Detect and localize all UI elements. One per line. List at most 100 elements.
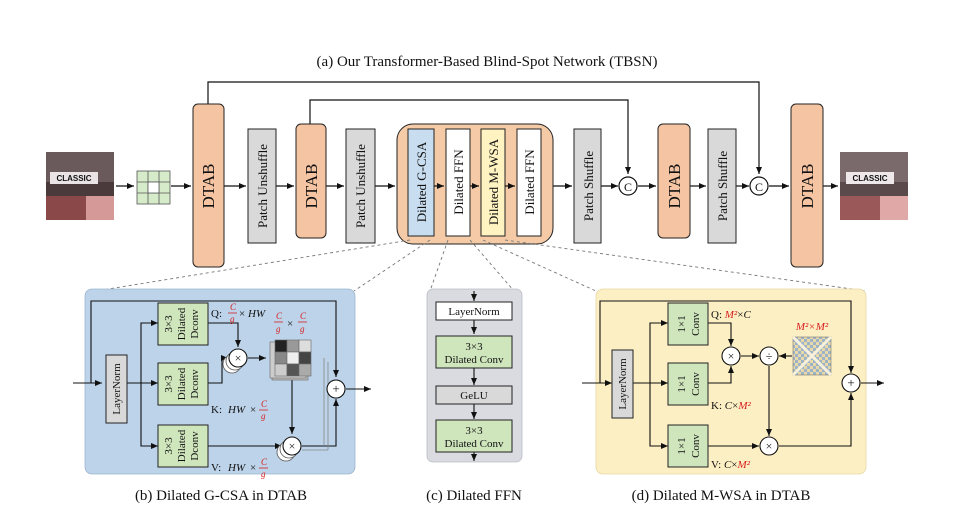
channel-attention-map — [269, 339, 312, 381]
conv-1x1-k: 1×1 Conv — [667, 362, 709, 406]
q-label: Q: M²×C — [711, 309, 751, 321]
svg-text:Dilated Conv: Dilated Conv — [445, 438, 504, 450]
patch-unshuffle-label: Patch Unshuffle — [353, 144, 368, 228]
svg-text:C: C — [300, 311, 307, 321]
output-image-label: CLASSIC — [852, 174, 887, 183]
svg-text:3×3: 3×3 — [163, 375, 175, 393]
svg-text:C: C — [755, 180, 763, 194]
dilated-gcsa-label: Dilated G-CSA — [414, 141, 429, 222]
window-mask-map — [791, 335, 833, 377]
patch-shuffle-label: Patch Shuffle — [581, 151, 596, 221]
layernorm-label: LayerNorm — [617, 358, 629, 410]
dtab-block-1: DTAB — [192, 103, 225, 268]
svg-text:Dilated: Dilated — [176, 429, 188, 462]
svg-text:Conv: Conv — [690, 312, 702, 336]
svg-text:3×3: 3×3 — [465, 425, 483, 437]
panel-c-ffn: LayerNorm 3×3 Dilated Conv GeLU 3×3 Dila… — [426, 288, 523, 463]
dilated-gcsa-block — [407, 128, 435, 237]
svg-text:3×3: 3×3 — [465, 341, 483, 353]
conv-1x1-q: 1×1 Conv — [667, 302, 709, 346]
conv-1x1-v: 1×1 Conv — [667, 424, 709, 468]
svg-text:×: × — [250, 404, 256, 416]
svg-text:Conv: Conv — [690, 434, 702, 458]
main-connectors — [116, 81, 838, 189]
panel-d-caption: (d) Dilated M-WSA in DTAB — [632, 488, 811, 504]
svg-text:g: g — [300, 324, 305, 334]
svg-text:×: × — [289, 439, 296, 453]
v-label: V: — [211, 462, 221, 474]
patch-shuffle-block-2: Patch Shuffle — [707, 128, 737, 244]
dtab-label: DTAB — [798, 164, 817, 209]
concat-node-2: C — [749, 176, 769, 196]
svg-text:HW: HW — [227, 404, 246, 416]
svg-text:×: × — [239, 308, 245, 320]
svg-text:+: + — [847, 375, 854, 390]
dilated-ffn-block — [445, 128, 471, 237]
svg-text:GeLU: GeLU — [460, 390, 488, 402]
k-label: K: — [211, 404, 222, 416]
svg-text:×: × — [728, 349, 735, 363]
dtab-detail-group: Dilated G-CSA Dilated FFN Dilated M-WSA … — [396, 123, 554, 245]
dilated-ffn-block — [516, 128, 542, 237]
svg-text:g: g — [276, 324, 281, 334]
svg-text:+: + — [332, 381, 339, 396]
patch-unshuffle-label: Patch Unshuffle — [255, 144, 270, 228]
svg-text:Dconv: Dconv — [189, 309, 201, 339]
gelu-block — [435, 385, 513, 405]
svg-text:g: g — [230, 314, 235, 324]
dilated-mwsa-block — [480, 128, 506, 237]
residual-add-node: + — [326, 379, 346, 399]
dtab-block-4: DTAB — [790, 103, 824, 268]
panel-b-gcsa: LayerNorm 3×3 Dilated Dconv 3×3 Dilated … — [73, 288, 371, 479]
output-image: CLASSIC — [840, 152, 908, 220]
svg-text:×: × — [250, 462, 256, 474]
main-title: (a) Our Transformer-Based Blind-Spot Net… — [317, 54, 658, 70]
input-image-label: CLASSIC — [56, 174, 91, 183]
svg-text:Dilated: Dilated — [176, 367, 188, 400]
svg-text:1×1: 1×1 — [676, 315, 688, 332]
svg-text:Dilated Conv: Dilated Conv — [445, 354, 504, 366]
dtab-label: DTAB — [665, 164, 684, 209]
dtab-label: DTAB — [302, 164, 321, 209]
patch-unshuffle-block-1: Patch Unshuffle — [247, 128, 277, 244]
dtab-block-2: DTAB — [295, 123, 327, 239]
panel-c-caption: (c) Dilated FFN — [426, 488, 522, 504]
svg-text:Dilated: Dilated — [176, 307, 188, 340]
matmul-node-1: × — [721, 346, 741, 366]
q-label: Q: — [211, 308, 222, 320]
dilated-mwsa-label: Dilated M-WSA — [486, 138, 501, 225]
svg-text:C: C — [230, 302, 237, 312]
svg-text:HW: HW — [247, 308, 266, 320]
patch-shuffle-block-1: Patch Shuffle — [573, 128, 602, 244]
dilated-conv-1 — [435, 335, 513, 369]
svg-text:×: × — [766, 439, 773, 453]
concat-node-1: C — [618, 176, 638, 196]
svg-text:C: C — [261, 457, 268, 467]
svg-text:÷: ÷ — [766, 349, 773, 363]
layernorm-label: LayerNorm — [448, 306, 500, 318]
input-image: CLASSIC — [46, 152, 114, 220]
svg-text:g: g — [261, 469, 266, 479]
residual-add-node: + — [841, 373, 861, 393]
divide-node: ÷ — [759, 346, 779, 366]
svg-text:1×1: 1×1 — [676, 437, 688, 454]
dtab-label: DTAB — [199, 164, 218, 209]
svg-text:g: g — [261, 411, 266, 421]
svg-text:C: C — [624, 180, 632, 194]
dilated-dconv-q: 3×3 Dilated Dconv — [157, 302, 209, 346]
svg-text:×: × — [235, 351, 242, 365]
matmul-node-1: × — [222, 348, 248, 374]
layernorm-label: LayerNorm — [111, 363, 123, 415]
dilated-dconv-k: 3×3 Dilated Dconv — [157, 362, 209, 406]
svg-text:3×3: 3×3 — [163, 315, 175, 333]
matmul-node-2: × — [276, 436, 302, 462]
svg-text:3×3: 3×3 — [163, 437, 175, 455]
dilated-dconv-v: 3×3 Dilated Dconv — [157, 424, 209, 468]
svg-text:Dconv: Dconv — [189, 431, 201, 461]
svg-text:Dconv: Dconv — [189, 369, 201, 399]
blind-spot-mask-icon — [136, 170, 171, 205]
patch-shuffle-label: Patch Shuffle — [715, 151, 730, 221]
svg-text:1×1: 1×1 — [676, 375, 688, 392]
